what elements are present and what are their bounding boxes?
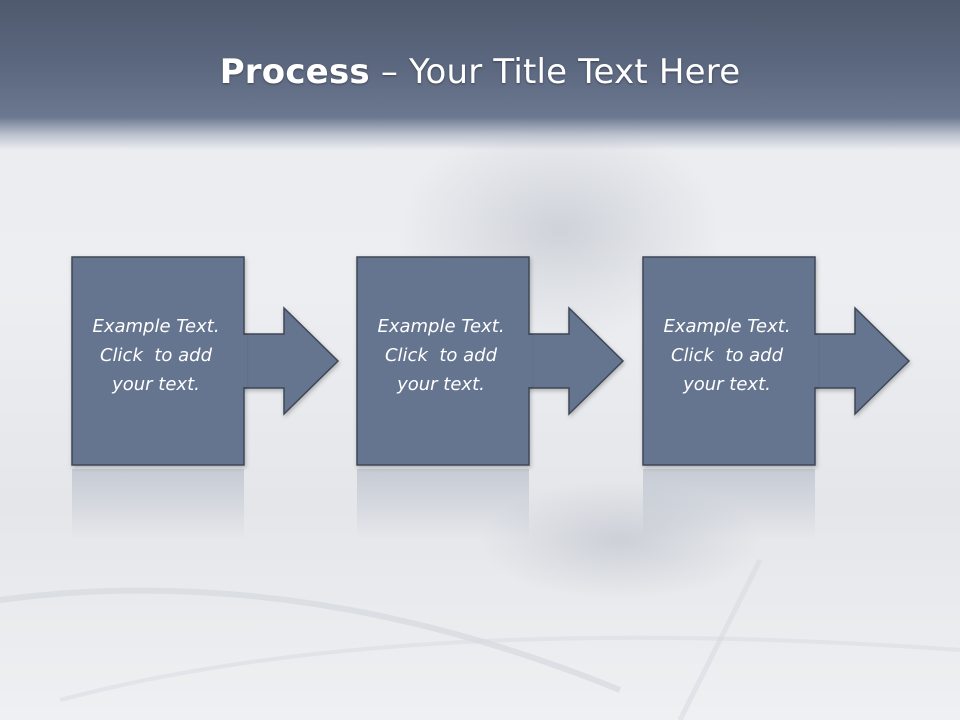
title-bold: Process: [219, 52, 370, 92]
step-1-line-3: your text.: [111, 374, 200, 395]
step-1-seam: [242, 335, 247, 387]
step-2-line-1: Example Text.: [377, 316, 504, 337]
step-1-box[interactable]: [71, 256, 245, 466]
step-2-line-3: your text.: [396, 374, 485, 395]
step-2-arrow: [526, 306, 625, 416]
step-1-reflection: [72, 469, 244, 539]
step-1-line-2: Click to add: [100, 345, 213, 366]
step-3-line-2: Click to add: [671, 345, 784, 366]
step-2-line-2: Click to add: [385, 345, 498, 366]
step-2-reflection: [357, 469, 529, 539]
step-1-line-1: Example Text.: [92, 316, 219, 337]
step-2-seam: [527, 335, 532, 387]
step-3-line-3: your text.: [682, 374, 771, 395]
step-3-reflection: [643, 469, 815, 539]
step-2-text[interactable]: Example Text. Click to add your text.: [377, 316, 504, 395]
step-1-arrow: [241, 306, 340, 416]
step-3-seam: [813, 335, 818, 387]
slide-title: Process – Your Title Text Here: [0, 52, 960, 92]
step-3-line-1: Example Text.: [663, 316, 790, 337]
step-2-box[interactable]: [356, 256, 530, 466]
step-3-text[interactable]: Example Text. Click to add your text.: [663, 316, 790, 395]
title-rest: – Your Title Text Here: [369, 52, 741, 92]
step-3-arrow: [812, 306, 911, 416]
step-3-box[interactable]: [642, 256, 816, 466]
step-1-text[interactable]: Example Text. Click to add your text.: [92, 316, 219, 395]
header-band: [0, 0, 960, 150]
